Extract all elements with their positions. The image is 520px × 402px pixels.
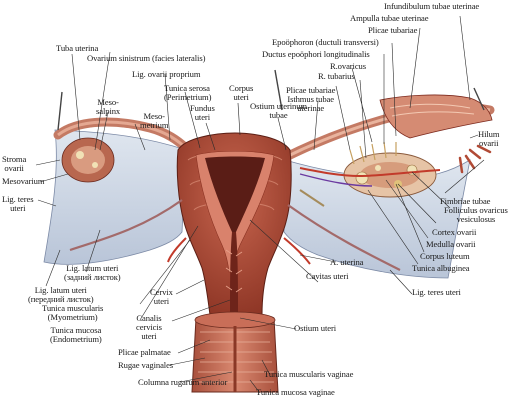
label-tunica-mucosa-vaginae: Tunica mucosa vaginae (256, 387, 335, 397)
label-mesovarium: Mesovarium (2, 176, 45, 186)
label-ductus-epoophori: Ductus epoöphori longitudinalis (262, 49, 370, 59)
label-lig-latum-posterior: Lig. latum uteri(задний листок) (64, 263, 121, 282)
label-fimbriae: Fimbriae tubae (440, 196, 491, 206)
round-ligament-right (287, 204, 401, 271)
label-medulla-ovarii: Medulla ovarii (426, 239, 476, 249)
label-tunica-muscularis-vaginae: Tunica muscularis vaginae (264, 369, 354, 379)
fimbriae (458, 144, 492, 174)
label-tunica-muscularis: Tunica muscularis(Myometrium) (42, 303, 104, 322)
label-rugae-vaginales: Rugae vaginales (118, 360, 174, 370)
label-lig-latum-anterior: Lig. latum uteri(передний листок) (28, 285, 94, 304)
label-infundibulum: Infundibulum tubae uterinae (384, 1, 480, 11)
cervical-canal (230, 232, 238, 312)
uterine-cavity (205, 156, 265, 232)
label-plicae-tubariae: Plicae tubariae (368, 25, 418, 35)
round-ligament-left (69, 199, 183, 252)
label-mesosalpinx: Meso-salpinx (96, 97, 121, 116)
label-lig-teres-right: Lig. teres uteri (412, 287, 461, 297)
epoophoron (349, 141, 397, 165)
ampulla (379, 94, 493, 139)
label-corpus-luteum: Corpus luteum (420, 251, 470, 261)
uterine-artery-right (283, 237, 311, 265)
label-r-tubarius: R. tubarius (318, 71, 355, 81)
label-r-ovaricus: R.ovaricus (330, 61, 366, 71)
label-ovarium-sinistrum: Ovarium sinistrum (facies lateralis) (87, 53, 206, 63)
uterine-artery-left (167, 237, 187, 263)
label-columna-rugarum: Columna rugarum anterior (138, 377, 228, 387)
label-cortex-ovarii: Cortex ovarii (432, 227, 477, 237)
label-ostium-uteri: Ostium uteri (294, 323, 337, 333)
label-a-uterina: A. uterina (330, 257, 364, 267)
ovarian-vessels (299, 167, 441, 178)
label-plicae-palmatae: Plicae palmatae (118, 347, 171, 357)
leader-lines (35, 15, 485, 394)
label-tuba-uterina: Tuba uterina (56, 43, 99, 53)
label-epoophoron: Epoöphoron (ductuli transversi) (272, 37, 379, 47)
label-cavitas-uteri: Cavitas uteri (306, 271, 349, 281)
label-mesometrium: Meso-metrium (140, 111, 169, 130)
label-lig-ovarii-proprium: Lig. ovarii proprium (132, 69, 201, 79)
label-tunica-albuginea: Tunica albuginea (412, 263, 470, 273)
label-tunica-mucosa: Tunica mucosa(Endometrium) (50, 325, 102, 344)
label-ampulla: Ampulla tubae uterinae (350, 13, 429, 23)
label-tunica-serosa: Tunica serosa(Perimetrium) (164, 83, 212, 102)
